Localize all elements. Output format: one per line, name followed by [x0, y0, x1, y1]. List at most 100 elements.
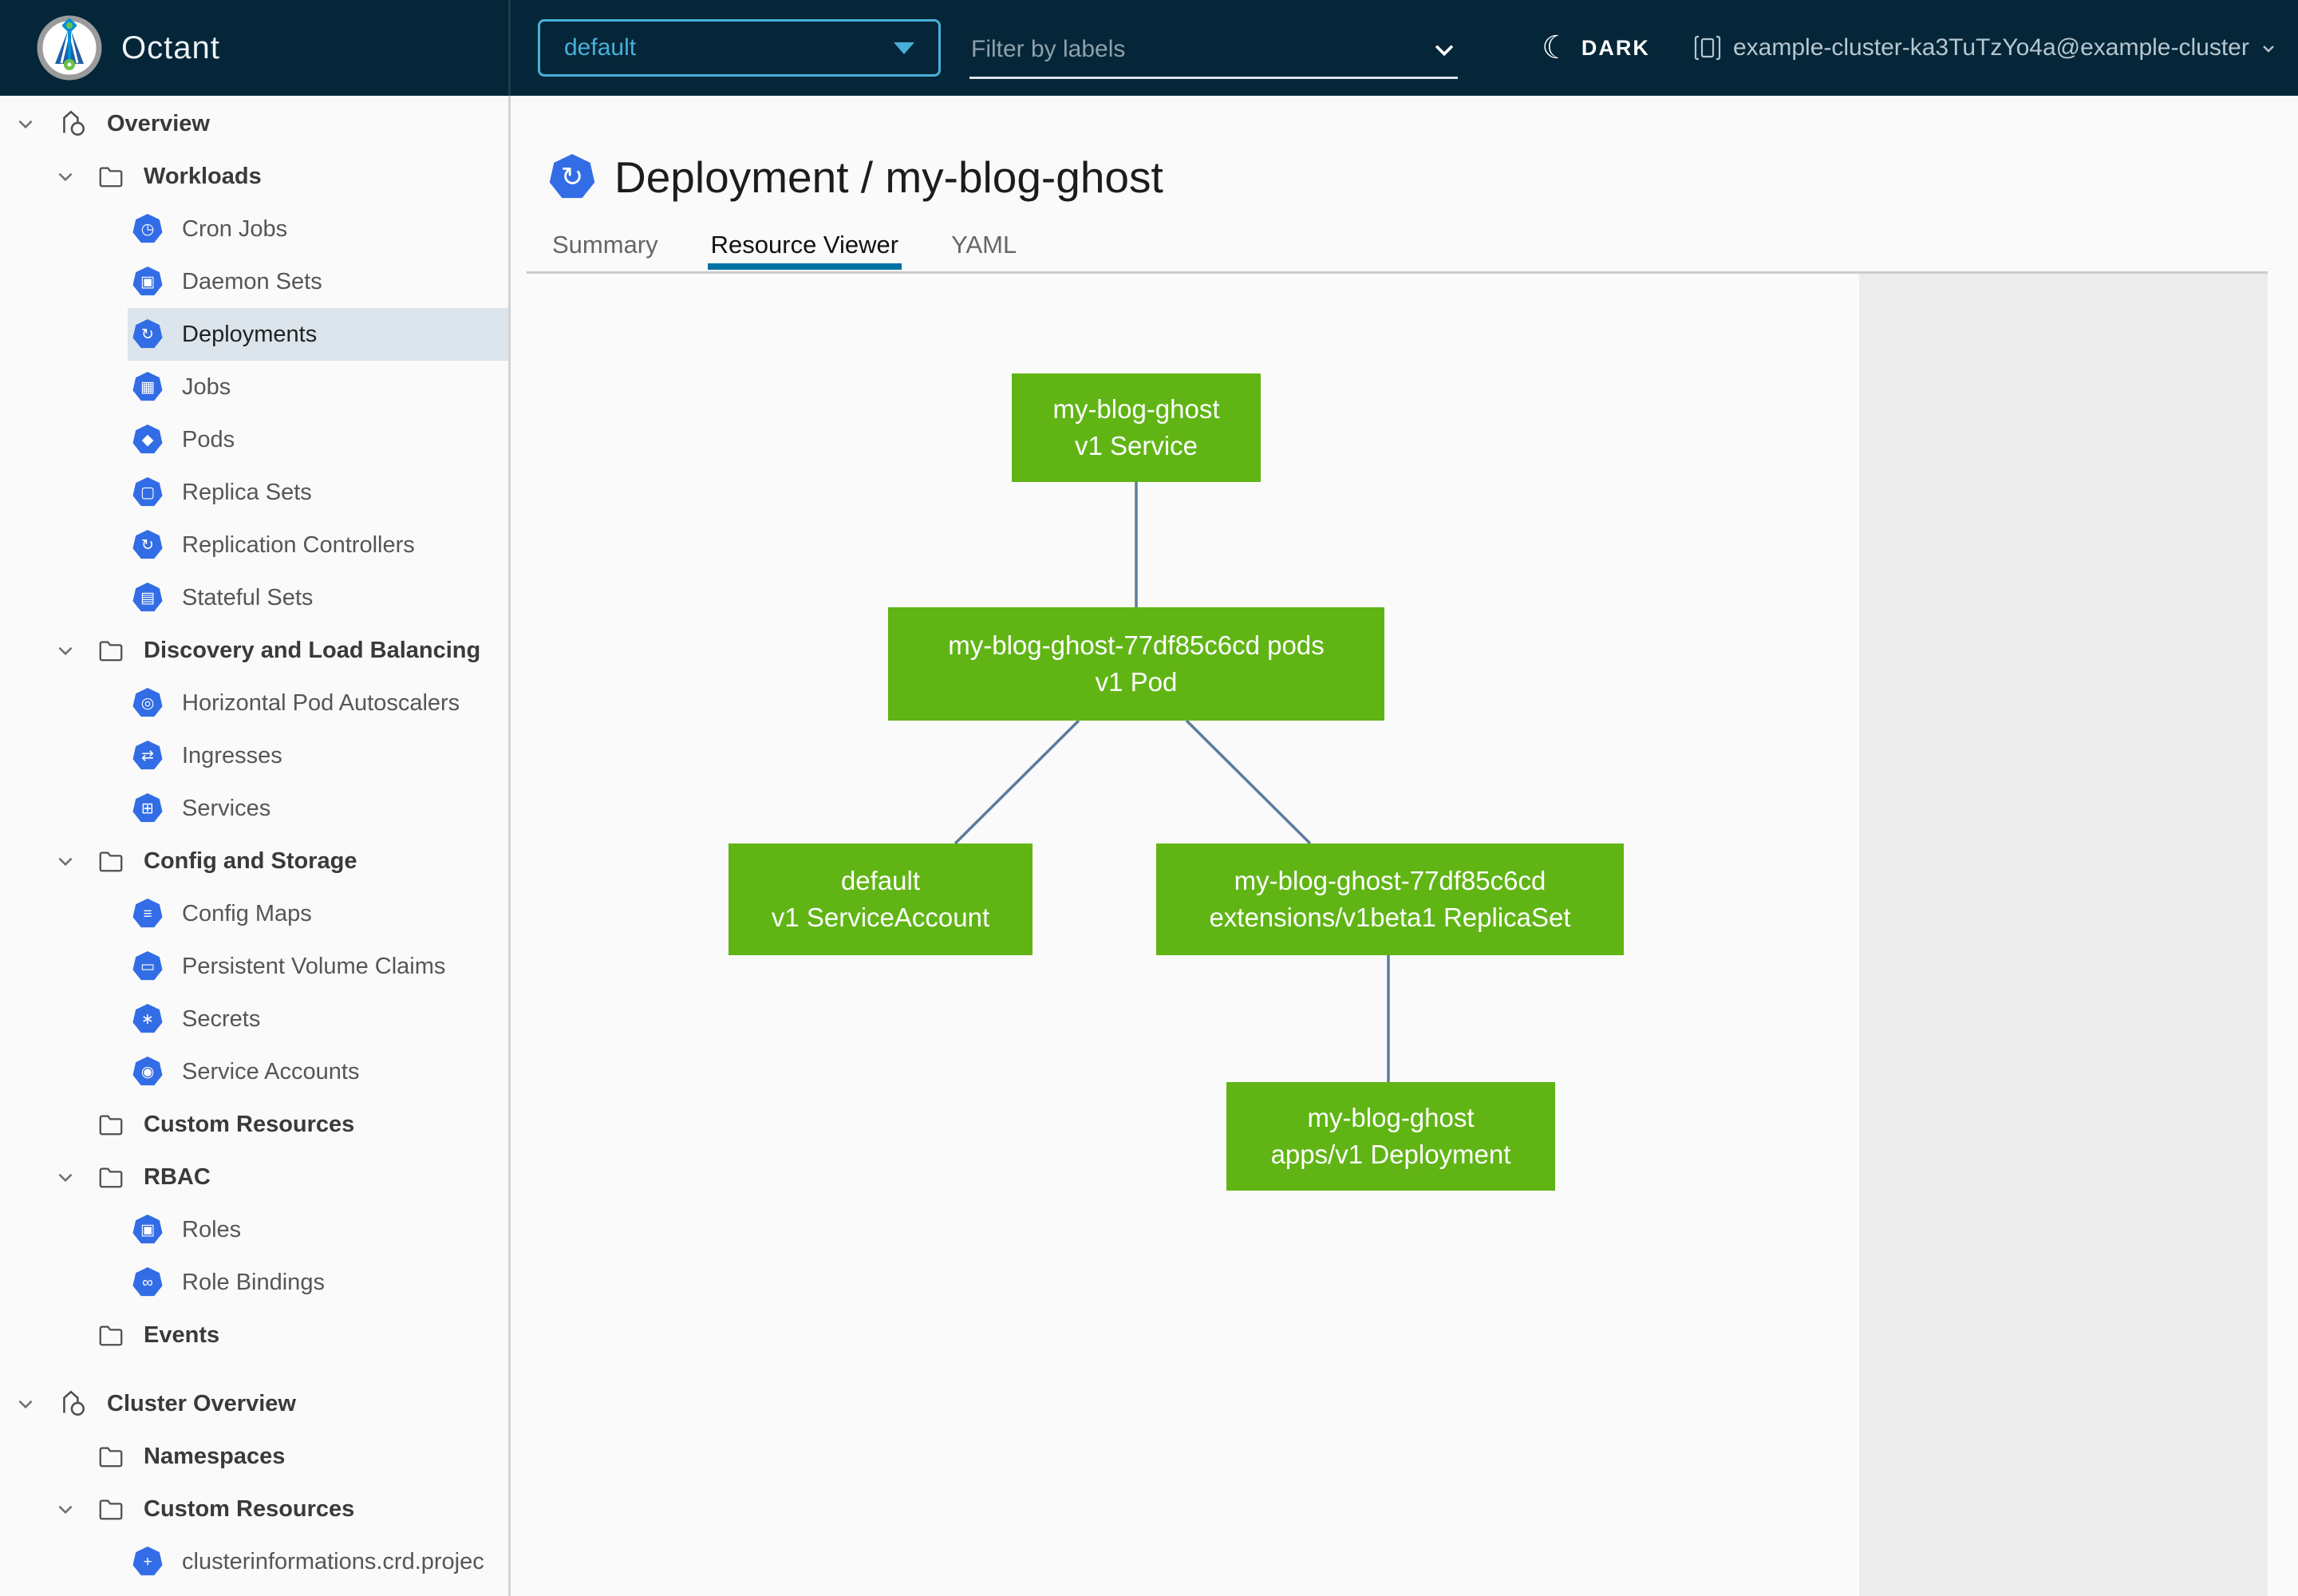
sidebar-item-custom-resources[interactable]: Custom Resources	[0, 1483, 508, 1535]
sidebar-item-pods[interactable]: ◆Pods	[0, 413, 508, 466]
sidebar-item-deployments[interactable]: ↻Deployments	[0, 308, 508, 361]
node-kind: extensions/v1beta1 ReplicaSet	[1209, 903, 1571, 932]
k8s-resource-icon: ▭	[132, 951, 163, 982]
sidebar-item-label: Workloads	[144, 163, 262, 189]
tab-yaml[interactable]: YAML	[951, 231, 1017, 259]
tab-resource-viewer[interactable]: Resource Viewer	[707, 231, 902, 270]
app-title: Octant	[121, 30, 220, 65]
k8s-resource-icon: ◆	[132, 425, 163, 455]
page-title: ↻ Deployment / my-blog-ghost	[549, 152, 1163, 203]
sidebar-item-cluster-overview[interactable]: Cluster Overview	[0, 1377, 508, 1430]
sidebar-item-events[interactable]: Events	[0, 1309, 508, 1361]
caret-down-icon	[894, 42, 914, 54]
label-filter-input[interactable]	[969, 35, 1424, 64]
sidebar-item-label: Config and Storage	[144, 847, 357, 874]
sidebar-item-roles[interactable]: ▣Roles	[0, 1203, 508, 1256]
sidebar-item-csidrivers-csi-storage-k8s-io[interactable]: +csidrivers.csi.storage.k8s.io	[0, 1588, 508, 1596]
folder-icon	[97, 163, 124, 190]
node-kind: v1 Service	[1074, 431, 1198, 460]
sidebar-item-workloads[interactable]: Workloads	[0, 150, 508, 203]
sidebar-item-label: Events	[144, 1321, 220, 1348]
tab-summary[interactable]: Summary	[552, 231, 658, 259]
namespace-select[interactable]: default	[538, 19, 941, 77]
sidebar-item-label: Role Bindings	[182, 1269, 325, 1295]
graph-node-service[interactable]: my-blog-ghost v1 Service	[1012, 373, 1261, 482]
k8s-resource-icon: ↻	[132, 530, 163, 560]
label-filter	[969, 22, 1458, 79]
deployment-icon: ↻	[549, 154, 595, 199]
sidebar-item-replica-sets[interactable]: ▢Replica Sets	[0, 466, 508, 519]
folder-icon	[97, 1321, 124, 1349]
sidebar-item-cron-jobs[interactable]: ◷Cron Jobs	[0, 203, 508, 255]
sidebar-item-service-accounts[interactable]: ◉Service Accounts	[0, 1045, 508, 1098]
node-name: my-blog-ghost	[1052, 394, 1220, 424]
chevron-down-icon[interactable]	[49, 640, 81, 661]
node-name: my-blog-ghost	[1307, 1103, 1475, 1132]
namespace-value: default	[564, 34, 637, 61]
sidebar-item-label: Overview	[107, 110, 210, 136]
sidebar-item-stateful-sets[interactable]: ▤Stateful Sets	[0, 571, 508, 624]
graph-node-pods[interactable]: my-blog-ghost-77df85c6cd pods v1 Pod	[888, 607, 1384, 721]
theme-toggle[interactable]: ☾ DARK	[1542, 0, 1650, 96]
k8s-resource-icon: ◉	[132, 1057, 163, 1087]
graph-edges	[954, 482, 1390, 1082]
moon-icon: ☾	[1542, 30, 1570, 65]
sidebar-item-horizontal-pod-autoscalers[interactable]: ◎Horizontal Pod Autoscalers	[0, 677, 508, 729]
node-name: default	[840, 866, 921, 895]
sidebar-item-label: Discovery and Load Balancing	[144, 637, 481, 663]
chevron-down-icon[interactable]	[49, 1167, 81, 1187]
sidebar-item-ingresses[interactable]: ⇄Ingresses	[0, 729, 508, 782]
sidebar-item-namespaces[interactable]: Namespaces	[0, 1430, 508, 1483]
sidebar-item-config-and-storage[interactable]: Config and Storage	[0, 835, 508, 887]
sidebar-item-label: Ingresses	[182, 742, 282, 768]
brand: Octant	[35, 0, 220, 96]
sidebar-item-services[interactable]: ⊞Services	[0, 782, 508, 835]
chevron-down-icon[interactable]	[1431, 36, 1458, 63]
sidebar-item-config-maps[interactable]: ≡Config Maps	[0, 887, 508, 940]
sidebar-item-label: RBAC	[144, 1163, 211, 1190]
octant-logo-icon	[37, 15, 102, 81]
cluster-selector[interactable]: example-cluster-ka3TuTzYo4a@example-clus…	[1693, 0, 2278, 96]
applications-icon	[57, 1389, 88, 1419]
chevron-down-icon[interactable]	[49, 1499, 81, 1519]
sidebar-item-role-bindings[interactable]: ∞ Role Bindings	[0, 1256, 508, 1309]
tab-bar-rule	[527, 271, 2268, 274]
crd-resource-icon: +	[132, 1547, 163, 1577]
folder-icon	[97, 1443, 124, 1470]
sidebar-item-label: Replication Controllers	[182, 531, 415, 558]
sidebar-item-clusterinformations-crd-projec[interactable]: +clusterinformations.crd.projec	[0, 1535, 508, 1588]
chevron-down-icon[interactable]	[10, 113, 41, 134]
sidebar-item-replication-controllers[interactable]: ↻ Replication Controllers	[0, 519, 508, 571]
chevron-down-icon[interactable]	[49, 851, 81, 871]
sidebar-item-rbac[interactable]: RBAC	[0, 1151, 508, 1203]
folder-icon	[97, 637, 124, 664]
folder-icon	[97, 1495, 124, 1523]
k8s-resource-icon: ◎	[132, 688, 163, 718]
sidebar-item-discovery-and-load-balancing[interactable]: Discovery and Load Balancing	[0, 624, 508, 677]
sidebar-item-persistent-volume-claims[interactable]: ▭ Persistent Volume Claims	[0, 940, 508, 993]
cluster-name: example-cluster-ka3TuTzYo4a@example-clus…	[1733, 34, 2249, 61]
folder-icon	[97, 1111, 124, 1138]
node-kind: v1 Pod	[1095, 667, 1178, 697]
sidebar-item-label: Replica Sets	[182, 479, 312, 505]
sidebar-item-overview[interactable]: Overview	[0, 97, 508, 150]
applications-icon	[57, 109, 88, 139]
sidebar-item-label: Cron Jobs	[182, 215, 288, 242]
k8s-resource-icon: ∞	[132, 1267, 163, 1298]
sidebar-item-secrets[interactable]: ∗Secrets	[0, 993, 508, 1045]
sidebar-item-custom-resources[interactable]: Custom Resources	[0, 1098, 508, 1151]
sidebar-item-label: Custom Resources	[144, 1111, 355, 1137]
chevron-down-icon[interactable]	[49, 166, 81, 187]
node-name: my-blog-ghost-77df85c6cd pods	[948, 630, 1325, 660]
k8s-resource-icon: ▣	[132, 1215, 163, 1245]
folder-icon	[97, 847, 124, 875]
sidebar-item-daemon-sets[interactable]: ▣Daemon Sets	[0, 255, 508, 308]
sidebar-item-label: Jobs	[182, 373, 231, 400]
sidebar-item-jobs[interactable]: ▦Jobs	[0, 361, 508, 413]
chevron-down-icon[interactable]	[10, 1393, 41, 1414]
sidebar-item-label: Persistent Volume Claims	[182, 953, 446, 979]
chevron-down-icon	[2259, 38, 2278, 57]
